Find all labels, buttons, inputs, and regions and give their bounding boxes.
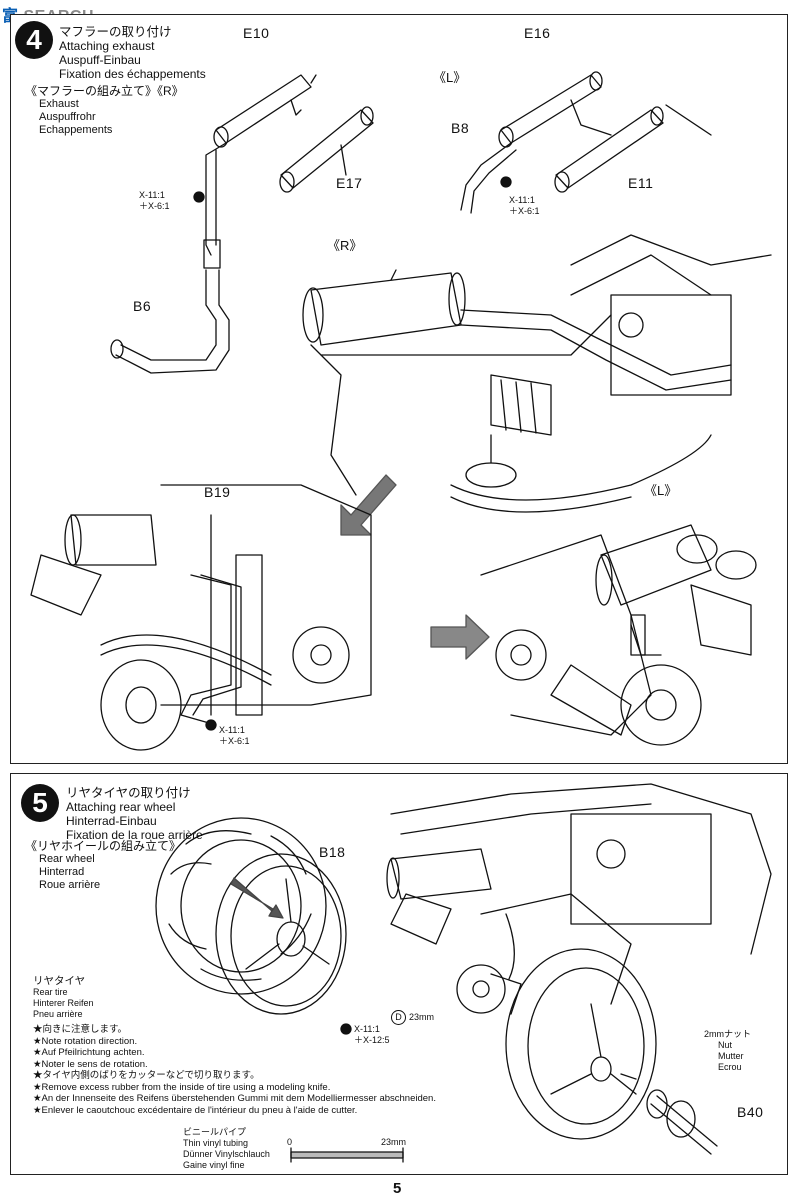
bike-left-view <box>30 484 372 751</box>
axle-b40-drawing <box>646 1089 718 1155</box>
engine-frame-r <box>302 234 772 513</box>
label-l-top: 《L》 <box>433 70 467 85</box>
step-4-title-en: Attaching exhaust <box>59 39 155 53</box>
part-b40: B40 <box>737 1104 764 1120</box>
step-5-sub-de: Hinterrad <box>39 866 85 878</box>
rear-tire-jp: リヤタイヤ <box>33 975 86 987</box>
step-4-sub-fr: Echappements <box>39 124 113 136</box>
vinyl-tube-label: ビニールパイプ Thin vinyl tubing Dünner Vinylsc… <box>183 1127 270 1171</box>
part-b18: B18 <box>319 844 346 860</box>
step-5-subassembly: 《リヤホイールの組み立て》 Rear wheel Hinterrad Roue … <box>25 840 181 892</box>
screw-l-b: ＋X-6:1 <box>509 206 540 216</box>
note-rubber-de: ★An der Innenseite des Reifens überstehe… <box>33 1093 436 1104</box>
note-rotation-jp: ★向きに注意します。 <box>33 1024 128 1035</box>
tube-length: 23mm <box>409 1012 435 1022</box>
screw-b19: X-11:1 ＋X-6:1 <box>219 725 250 747</box>
step-5-title-fr: Fixation de la roue arrière <box>66 828 203 842</box>
note-rotation-en: ★Note rotation direction. <box>33 1035 138 1047</box>
bike-rear-wheel <box>505 948 657 1140</box>
step-4-illustration <box>30 71 772 751</box>
notes-block: ★向きに注意します。 ★Note rotation direction. ★Au… <box>33 1024 513 1116</box>
rear-tire-label: リヤタイヤ Rear tire Hinterer Reifen Pneu arr… <box>33 976 94 1020</box>
exhaust-l-assembly <box>460 71 712 214</box>
vinyl-jp: ビニールパイプ <box>183 1127 247 1137</box>
step-4-sub-de: Auspuffrohr <box>39 111 96 123</box>
screw-rim-b: ＋X-12:5 <box>354 1035 390 1045</box>
tube-letter-circle: D <box>391 1010 406 1025</box>
screw-l-a: X-11:1 <box>509 195 535 205</box>
exhaust-r-assembly <box>110 74 374 374</box>
nut-en: Nut <box>718 1040 733 1050</box>
label-l-low: 《L》 <box>644 483 678 498</box>
part-e11: E11 <box>628 175 654 191</box>
step-5-title-en: Attaching rear wheel <box>66 800 176 814</box>
screw-rim-a: X-11:1 <box>354 1024 380 1034</box>
screw-b19-b: ＋X-6:1 <box>219 736 250 746</box>
step-4-sub-jp: 《マフラーの組み立て》《R》 <box>25 84 184 98</box>
screw-b19-a: X-11:1 <box>219 725 245 735</box>
part-b6: B6 <box>133 298 152 314</box>
part-b8: B8 <box>451 120 470 136</box>
vinyl-en: Thin vinyl tubing <box>183 1138 249 1148</box>
label-r-mid: 《R》 <box>327 238 363 253</box>
nut-de: Mutter <box>718 1051 744 1061</box>
step-5-number: 5 <box>21 784 59 822</box>
step-4-subassembly: 《マフラーの組み立て》《R》 Exhaust Auspuffrohr Echap… <box>25 85 184 137</box>
nut-jp: 2mmナット <box>704 1029 751 1039</box>
step-4-title-de: Auspuff-Einbau <box>59 53 141 67</box>
note-rubber-fr: ★Enlever le caoutchouc excédentaire de l… <box>33 1104 358 1116</box>
vinyl-de: Dünner Vinylschlauch <box>183 1149 270 1159</box>
screw-l: X-11:1 ＋X-6:1 <box>509 195 540 217</box>
step-5-title-jp: リヤタイヤの取り付け <box>66 786 191 800</box>
step-5-title: リヤタイヤの取り付け Attaching rear wheel Hinterra… <box>66 786 203 842</box>
step-4-title: マフラーの取り付け Attaching exhaust Auspuff-Einb… <box>59 25 206 81</box>
step-5-sub-fr: Roue arrière <box>39 879 101 891</box>
scale-zero: 0 <box>287 1137 293 1147</box>
part-e17: E17 <box>336 175 363 191</box>
note-rubber-en: ★Remove excess rubber from the inside of… <box>33 1081 331 1093</box>
screw-r-b: ＋X-6:1 <box>139 201 170 211</box>
rear-rim-drawing <box>215 853 347 1015</box>
bike-rear-assembly <box>386 783 772 1015</box>
step-5-panel: 5 リヤタイヤの取り付け Attaching rear wheel Hinter… <box>10 773 788 1175</box>
scale-length: 23mm <box>381 1137 407 1147</box>
note-rubber-jp: ★タイヤ内側のばりをカッターなどで切り取ります。 <box>33 1070 260 1081</box>
step-4-panel: 4 マフラーの取り付け Attaching exhaust Auspuff-Ei… <box>10 14 788 764</box>
page-number: 5 <box>393 1180 402 1197</box>
part-e16: E16 <box>524 25 551 41</box>
note-rotation-de: ★Auf Pfeilrichtung achten. <box>33 1047 145 1058</box>
rear-tire-en: Rear tire <box>33 987 68 997</box>
bike-right-view <box>480 524 757 746</box>
note-rotation-fr: ★Noter le sens de rotation. <box>33 1058 148 1070</box>
tube-callout: D 23mm <box>391 1010 434 1025</box>
screw-rim: X-11:1 ＋X-12:5 <box>354 1024 390 1046</box>
part-b19: B19 <box>204 484 231 500</box>
vinyl-fr: Gaine vinyl fine <box>183 1160 245 1170</box>
step-5-title-de: Hinterrad-Einbau <box>66 814 157 828</box>
rear-tire-drawing <box>155 817 327 995</box>
nut-fr: Ecrou <box>718 1062 742 1072</box>
rear-tire-de: Hinterer Reifen <box>33 998 94 1008</box>
step-4-sub-en: Exhaust <box>39 98 79 110</box>
screw-r: X-11:1 ＋X-6:1 <box>139 190 170 212</box>
step-5-sub-en: Rear wheel <box>39 853 95 865</box>
step-4-title-jp: マフラーの取り付け <box>59 25 172 39</box>
step-4-title-fr: Fixation des échappements <box>59 67 206 81</box>
step-5-sub-jp: 《リヤホイールの組み立て》 <box>25 839 182 853</box>
part-e10: E10 <box>243 25 270 41</box>
step-4-number: 4 <box>15 21 53 59</box>
screw-r-a: X-11:1 <box>139 190 165 200</box>
rear-tire-fr: Pneu arrière <box>33 1009 83 1019</box>
nut-label: 2mmナット Nut Mutter Ecrou <box>704 1029 751 1073</box>
step-5-illustration <box>155 783 772 1163</box>
